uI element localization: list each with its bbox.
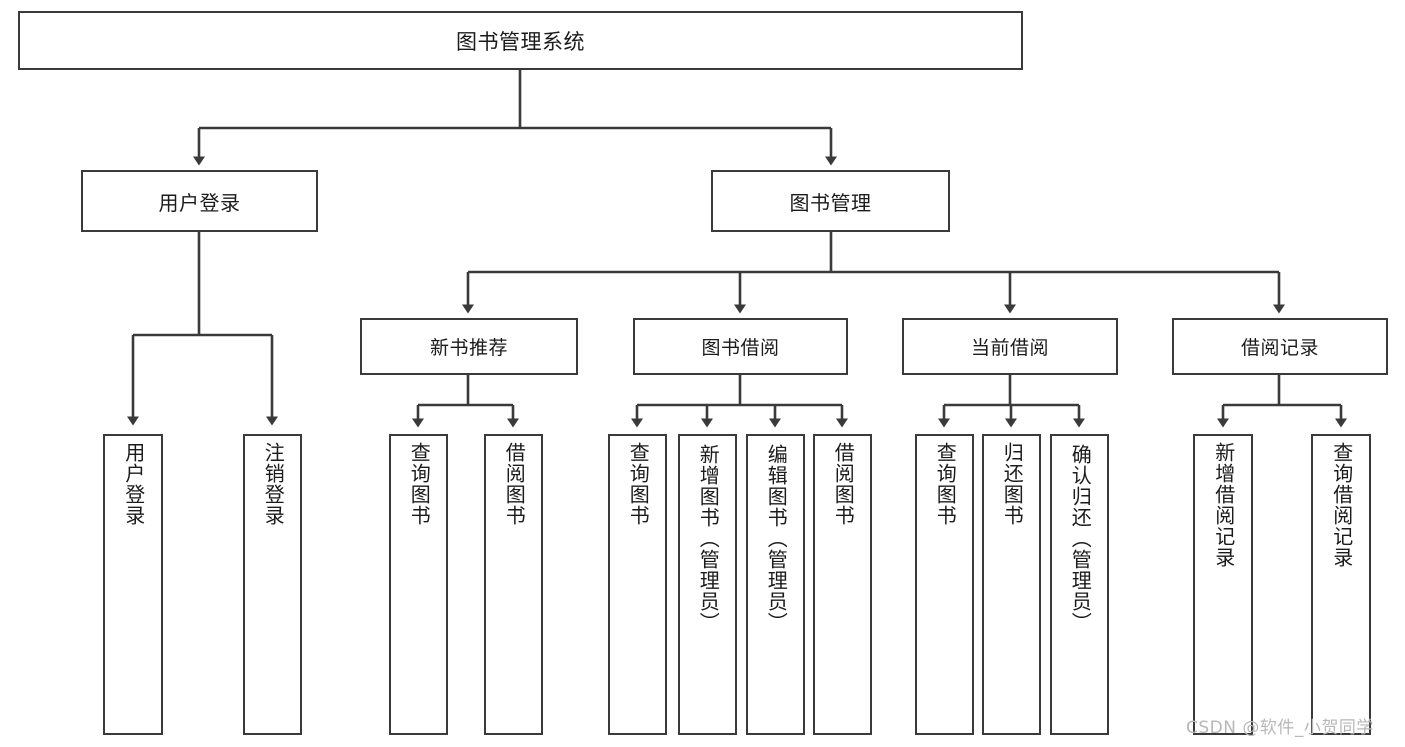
node-leaf-edit-book-label: 编辑图书（管理员）: [764, 444, 789, 633]
node-leaf-logout[interactable]: 注销登录: [243, 434, 302, 735]
node-leaf-add-book-label: 新增图书（管理员）: [696, 444, 721, 633]
node-leaf-borrow-book-1-label: 借阅图书: [502, 442, 527, 526]
node-leaf-add-record-label: 新增借阅记录: [1211, 442, 1236, 568]
node-user-login[interactable]: 用户登录: [81, 170, 318, 232]
node-leaf-query-record-label: 查询借阅记录: [1329, 442, 1354, 568]
node-leaf-logout-label: 注销登录: [261, 442, 286, 526]
node-leaf-query-book-1-label: 查询图书: [407, 442, 432, 526]
node-leaf-return-book[interactable]: 归还图书: [982, 434, 1041, 735]
node-current-borrow[interactable]: 当前借阅: [902, 318, 1118, 375]
node-root-label: 图书管理系统: [456, 29, 585, 54]
node-leaf-query-book-3-label: 查询图书: [933, 442, 958, 526]
node-user-login-label: 用户登录: [158, 190, 241, 215]
node-leaf-query-book-3[interactable]: 查询图书: [915, 434, 974, 735]
node-root[interactable]: 图书管理系统: [18, 11, 1023, 70]
node-leaf-query-book-2-label: 查询图书: [626, 442, 651, 526]
node-book-borrow-label: 图书借阅: [701, 337, 780, 359]
node-leaf-borrow-book-2[interactable]: 借阅图书: [813, 434, 872, 735]
node-leaf-user-login-label: 用户登录: [121, 442, 146, 526]
node-borrow-record-label: 借阅记录: [1240, 337, 1319, 359]
node-leaf-borrow-book-2-label: 借阅图书: [831, 442, 856, 526]
node-leaf-borrow-book-1[interactable]: 借阅图书: [484, 434, 543, 735]
node-leaf-return-book-label: 归还图书: [1000, 442, 1025, 526]
node-leaf-user-login[interactable]: 用户登录: [103, 434, 163, 735]
node-book-management-label: 图书管理: [789, 190, 872, 215]
node-new-book-recommend-label: 新书推荐: [429, 337, 508, 359]
node-leaf-add-record[interactable]: 新增借阅记录: [1193, 434, 1253, 735]
node-leaf-confirm-return-label: 确认归还（管理员）: [1068, 444, 1093, 633]
node-leaf-add-book[interactable]: 新增图书（管理员）: [678, 434, 737, 735]
node-book-borrow[interactable]: 图书借阅: [633, 318, 848, 375]
csdn-watermark: CSDN @软件_小贺同学: [1186, 718, 1374, 738]
node-leaf-confirm-return[interactable]: 确认归还（管理员）: [1050, 434, 1109, 735]
node-leaf-query-record[interactable]: 查询借阅记录: [1311, 434, 1371, 735]
node-current-borrow-label: 当前借阅: [970, 337, 1049, 359]
node-leaf-edit-book[interactable]: 编辑图书（管理员）: [746, 434, 805, 735]
node-book-management[interactable]: 图书管理: [711, 170, 950, 232]
node-leaf-query-book-1[interactable]: 查询图书: [389, 434, 448, 735]
node-borrow-record[interactable]: 借阅记录: [1172, 318, 1388, 375]
node-leaf-query-book-2[interactable]: 查询图书: [608, 434, 667, 735]
node-new-book-recommend[interactable]: 新书推荐: [360, 318, 578, 375]
